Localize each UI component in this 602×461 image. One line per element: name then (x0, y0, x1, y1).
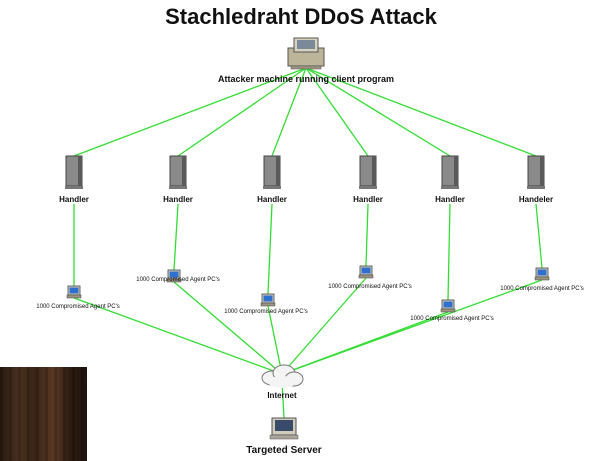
agent-label-4: 1000 Compromised Agent PC's (328, 284, 412, 290)
link-handler-agent-3 (267, 203, 273, 295)
photo-fragment (0, 367, 87, 461)
targeted-server (269, 417, 299, 440)
desktop-pc-icon (166, 269, 182, 283)
handler-label-3: Handler (257, 195, 287, 204)
agent-node-6 (534, 267, 550, 281)
link-attacker-handler-6 (305, 67, 537, 157)
handler-label-1: Handler (59, 195, 89, 204)
agent-node-4 (358, 265, 374, 279)
link-agent-internet-4 (281, 277, 367, 375)
connection-lines (73, 67, 543, 419)
handler-node-4 (359, 155, 377, 189)
link-handler-agent-4 (365, 203, 369, 267)
desktop-pc-icon (440, 299, 456, 313)
handler-node-5 (441, 155, 459, 189)
diagram-title: Stachledraht DDoS Attack (165, 4, 437, 29)
link-attacker-handler-1 (73, 67, 307, 157)
link-agent-internet-3 (267, 305, 283, 375)
agent-label-6: 1000 Compromised Agent PC's (500, 286, 584, 292)
attacker-machine (287, 37, 325, 70)
link-attacker-handler-5 (305, 67, 451, 157)
desktop-pc-icon (358, 265, 374, 279)
server-tower-icon (263, 155, 281, 189)
computer-workstation-icon (287, 37, 325, 70)
server-tower-icon (169, 155, 187, 189)
server-computer-icon (269, 417, 299, 440)
link-attacker-handler-4 (305, 67, 369, 157)
handler-node-1 (65, 155, 83, 189)
link-handler-agent-6 (535, 203, 543, 269)
link-handler-agent-2 (173, 203, 179, 271)
server-tower-icon (441, 155, 459, 189)
handler-label-5: Handler (435, 195, 465, 204)
link-attacker-handler-3 (271, 67, 307, 157)
attacker-label: Attacker machine running client program (218, 74, 394, 84)
link-handler-agent-5 (447, 203, 451, 301)
internet-label: Internet (267, 391, 297, 400)
desktop-pc-icon (534, 267, 550, 281)
handler-node-3 (263, 155, 281, 189)
handler-label-2: Handler (163, 195, 193, 204)
agent-node-3 (260, 293, 276, 307)
handler-label-6: Handeler (519, 195, 553, 204)
server-tower-icon (359, 155, 377, 189)
link-attacker-handler-2 (177, 67, 307, 157)
link-internet-target (281, 381, 285, 419)
link-agent-internet-1 (73, 297, 283, 375)
agent-node-5 (440, 299, 456, 313)
server-tower-icon (527, 155, 545, 189)
agent-label-1: 1000 Compromised Agent PC's (36, 304, 120, 310)
handler-node-2 (169, 155, 187, 189)
cloud-icon (261, 364, 304, 388)
agent-label-3: 1000 Compromised Agent PC's (224, 309, 308, 315)
link-agent-internet-2 (173, 281, 283, 375)
agent-label-2: 1000 Compromised Agent PC's (136, 277, 220, 283)
handler-label-4: Handler (353, 195, 383, 204)
internet-node (261, 364, 304, 388)
desktop-pc-icon (66, 285, 82, 299)
target-label: Targeted Server (246, 445, 322, 456)
link-agent-internet-6 (281, 279, 543, 375)
agent-label-5: 1000 Compromised Agent PC's (410, 316, 494, 322)
server-tower-icon (65, 155, 83, 189)
handler-node-6 (527, 155, 545, 189)
agent-node-2 (166, 269, 182, 283)
desktop-pc-icon (260, 293, 276, 307)
agent-node-1 (66, 285, 82, 299)
